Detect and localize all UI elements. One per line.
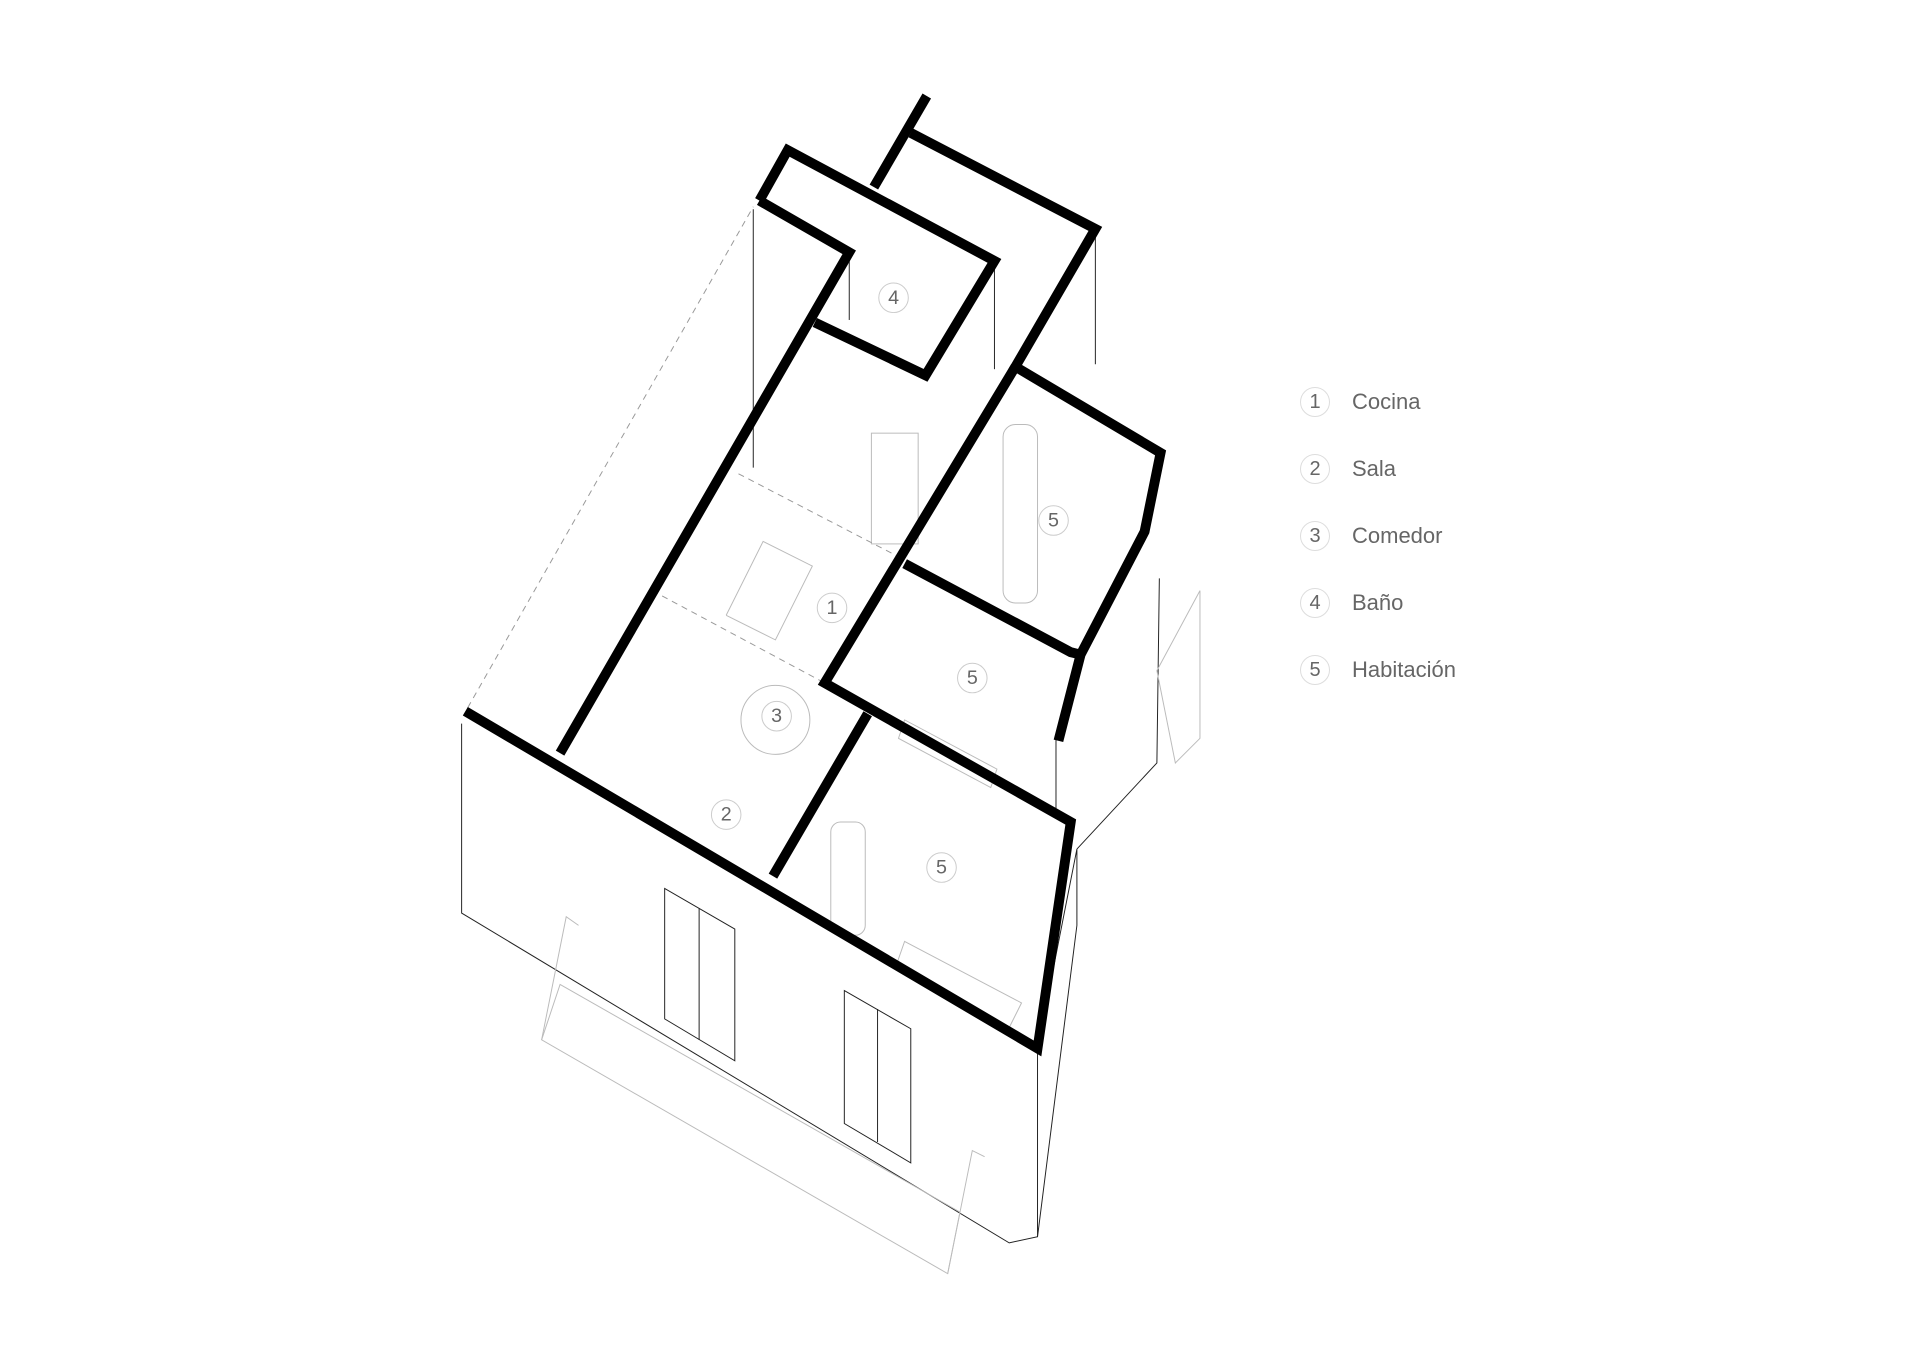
legend-item-habitacion: 5 Habitación — [1300, 653, 1456, 687]
projection-line — [467, 206, 754, 708]
svg-text:2: 2 — [721, 804, 732, 826]
legend-number: 5 — [1300, 655, 1330, 685]
french-door — [843, 989, 912, 1164]
furniture — [652, 424, 1039, 1029]
legend-label: Baño — [1352, 590, 1404, 615]
legend-number: 1 — [1300, 387, 1330, 417]
room-label: 2 — [710, 799, 742, 830]
svg-text:5: 5 — [1048, 510, 1059, 532]
room-label: 4 — [878, 282, 909, 314]
legend-number: 2 — [1300, 454, 1330, 484]
room-legend: 1 Cocina 2 Sala 3 Comedor 4 Baño 5 Habitación — [1300, 385, 1456, 720]
room-label: 5 — [1038, 505, 1069, 536]
room-label: 3 — [761, 700, 792, 732]
room-label: 5 — [926, 852, 957, 883]
svg-text:4: 4 — [888, 287, 899, 309]
svg-text:5: 5 — [967, 667, 978, 689]
svg-text:5: 5 — [936, 857, 947, 879]
legend-label: Cocina — [1352, 389, 1421, 414]
legend-item-comedor: 3 Comedor — [1300, 519, 1456, 553]
side-balcony — [1156, 590, 1201, 764]
svg-text:3: 3 — [771, 705, 782, 727]
legend-label: Sala — [1352, 456, 1397, 481]
legend-item-cocina: 1 Cocina — [1300, 385, 1456, 419]
walls — [462, 93, 1167, 1057]
building-facade — [461, 209, 1160, 1244]
room-label: 5 — [957, 662, 988, 694]
legend-label: Comedor — [1352, 523, 1443, 548]
front-balcony — [541, 915, 985, 1275]
legend-item-sala: 2 Sala — [1300, 452, 1456, 486]
legend-label: Habitación — [1352, 657, 1456, 682]
legend-item-bano: 4 Baño — [1300, 586, 1456, 620]
room-label: 1 — [816, 592, 848, 624]
legend-number: 4 — [1300, 588, 1330, 618]
french-door — [664, 887, 736, 1062]
svg-text:1: 1 — [827, 597, 838, 619]
legend-number: 3 — [1300, 521, 1330, 551]
